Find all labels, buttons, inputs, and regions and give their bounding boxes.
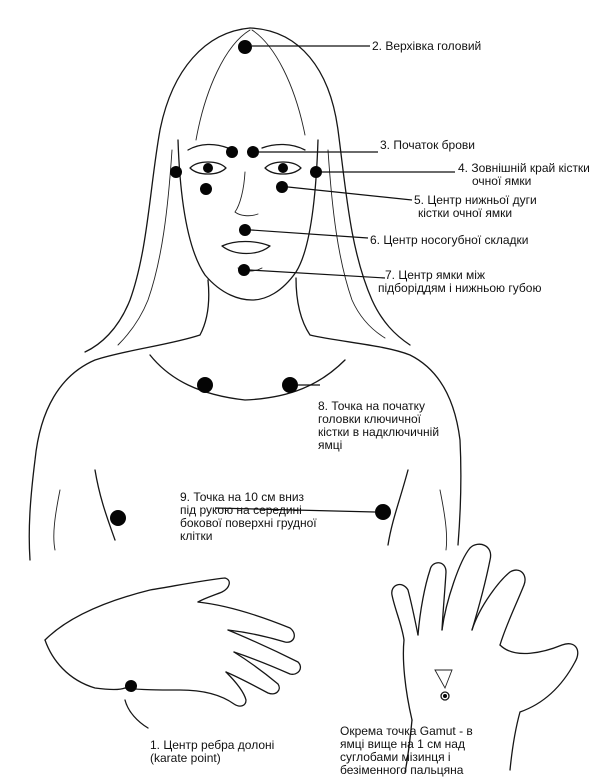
point-5-under-eye-left xyxy=(200,183,212,195)
point-5-under-eye-right xyxy=(276,181,288,193)
label-point-3: 3. Початок брови xyxy=(380,139,475,152)
label-point-9: 9. Точка на 10 см вниз під рукою на сере… xyxy=(180,491,317,543)
point-1-karate xyxy=(125,680,137,692)
point-6-under-nose xyxy=(239,224,251,236)
point-7-chin xyxy=(238,264,250,276)
point-9-under-arm-left xyxy=(110,510,126,526)
label-point-2: 2. Верхівка головий xyxy=(372,40,481,53)
label-gamut-point: Окрема точка Gamut - в ямці вище на 1 см… xyxy=(340,725,473,777)
label-point-7: 7. Центр ямки між підборіддям і нижньою … xyxy=(385,269,541,295)
point-3-eyebrow-left xyxy=(226,146,238,158)
tapping-points xyxy=(110,40,391,692)
point-4-outer-eye-left xyxy=(170,166,182,178)
label-point-6: 6. Центр носогубної складки xyxy=(370,234,529,247)
point-4-outer-eye-right xyxy=(310,166,322,178)
label-point-5: 5. Центр нижньої дуги кістки очної ямки xyxy=(414,194,537,220)
left-hand-drawing xyxy=(45,578,300,728)
point-2-top-of-head xyxy=(238,40,252,54)
point-8-collarbone-left xyxy=(197,377,213,393)
point-3-eyebrow-right xyxy=(247,146,259,158)
label-point-4: 4. Зовнішній край кістки очної ямки xyxy=(458,162,590,188)
label-point-1: 1. Центр ребра долоні (karate point) xyxy=(150,739,274,765)
label-point-8: 8. Точка на початку головки ключичної кі… xyxy=(318,400,439,452)
point-9-under-arm-right xyxy=(375,504,391,520)
point-8-collarbone-right xyxy=(282,377,298,393)
